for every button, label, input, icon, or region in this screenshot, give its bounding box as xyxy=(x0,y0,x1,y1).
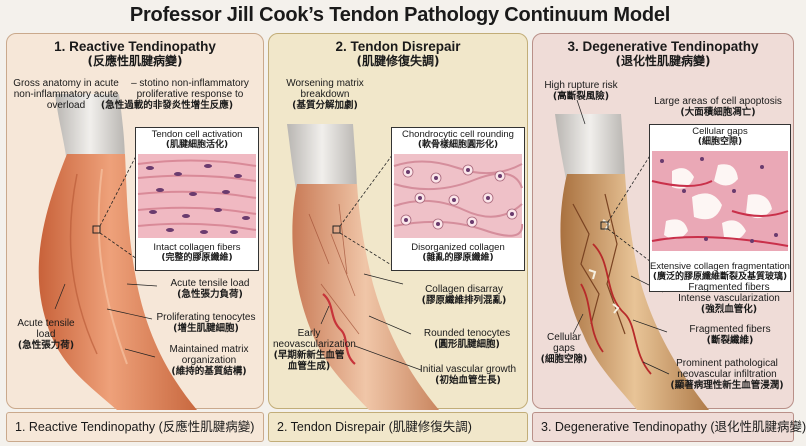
rupture-risk-label: High rupture risk(高斷裂風險) xyxy=(544,80,618,102)
prominent-neovascular-label: Prominent pathological neovascular infil… xyxy=(670,358,784,391)
inset-disorganized-caption: Disorganized collagen(雜亂的膠原纖維) xyxy=(392,242,524,264)
response-label-zh: (急性過載的非發炎性增生反應) xyxy=(100,100,234,111)
inset-cellular-gaps: Cellular gaps(細胞空隙) Extensive collagen f… xyxy=(649,124,791,292)
histology-reactive xyxy=(137,154,257,238)
footer-degenerative: 3. Degenerative Tendinopathy (退化性肌腱病變) xyxy=(532,412,806,442)
panel-reactive-title: 1. Reactive Tendinopathy(反應性肌腱病變) xyxy=(54,39,216,68)
main-title: Professor Jill Cook’s Tendon Pathology C… xyxy=(129,4,671,26)
panel-degenerative: 3. Degenerative Tendinopathy(退化性肌腱病變) Hi… xyxy=(532,33,794,410)
gross-anatomy-label: Gross anatomy in acute non-inflammatory … xyxy=(13,78,119,111)
panel-reactive: 1. Reactive Tendinopathy(反應性肌腱病變) Gross … xyxy=(6,33,264,410)
histology-degenerative xyxy=(651,151,789,251)
matrix-label: Maintained matrix organization(維持的基質結構) xyxy=(169,344,249,377)
reactive-tendon-illustration xyxy=(38,94,197,410)
apoptosis-label: Large areas of cell apoptosis(大面積細胞凋亡) xyxy=(654,96,782,118)
inset-intact-fibers-caption: Intact collagen fibers(完整的膠原纖維) xyxy=(136,242,258,264)
disrepair-tendon-illustration xyxy=(287,124,439,410)
acute-load-label: Acute tensile load(急性張力負荷) xyxy=(170,278,250,300)
inset-chondrocytic: Chondrocytic cell rounding(軟骨樣細胞圓形化) Dis… xyxy=(391,127,525,271)
panel-disrepair: 2. Tendon Disrepair(肌腱修復失調) Worsening ma… xyxy=(268,33,528,410)
panel-disrepair-title: 2. Tendon Disrepair(肌腱修復失調) xyxy=(335,39,461,68)
histology-disrepair xyxy=(393,154,524,238)
footer-reactive: 1. Reactive Tendinopathy (反應性肌腱病變) xyxy=(6,412,264,442)
inset-cell-activation: Tendon cell activation(肌腱細胞活化) Intact co… xyxy=(135,127,259,271)
footer-disrepair: 2. Tendon Disrepair (肌腱修復失調) xyxy=(268,412,528,442)
inset-cell-activation-caption: Tendon cell activation(肌腱細胞活化) xyxy=(136,129,258,151)
proliferating-label: Proliferating tenocytes(增生肌腱細胞) xyxy=(156,312,256,334)
worsening-label: Worsening matrix breakdown(基質分解加劇) xyxy=(286,78,364,111)
panel-degenerative-title: 3. Degenerative Tendinopathy(退化性肌腱病變) xyxy=(567,39,759,68)
collagen-disarray-label: Collagen disarray(膠原纖維排列混亂) xyxy=(421,284,507,306)
rounded-tenocytes-label: Rounded tenocytes(圓形肌腱細胞) xyxy=(423,328,511,350)
initial-vascular-label: Initial vascular growth(初始血管生長) xyxy=(419,364,517,386)
cellular-gaps-label: Cellular gaps(細胞空隙) xyxy=(540,332,588,365)
degenerative-tendon-illustration xyxy=(555,99,709,410)
fragmented-fibers-label: Fragmented fibers(斷裂纖維) xyxy=(689,324,771,346)
inset-chondrocytic-caption: Chondrocytic cell rounding(軟骨樣細胞圓形化) xyxy=(392,129,524,151)
early-neovascularization-label: Early neovascularization(早期新新生血管血管生成) xyxy=(273,328,356,372)
response-label: – stotino non-inflammatory proliferative… xyxy=(131,78,249,100)
inset-cellular-gaps-caption: Cellular gaps(細胞空隙) xyxy=(650,126,790,148)
inset-fragmentation-caption: Extensive collagen fragmentation(廣泛的膠原纖維… xyxy=(650,261,790,283)
acute-load-left-label: Acute tensile load(急性張力荷) xyxy=(17,318,75,351)
